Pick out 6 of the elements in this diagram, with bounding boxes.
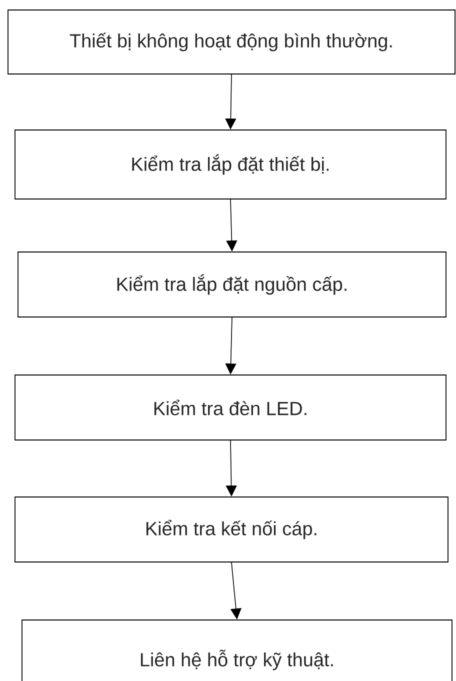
process-box: Kiểm tra kết nối cáp.: [14, 496, 448, 562]
process-box: Kiểm tra lắp đặt thiết bị.: [14, 130, 446, 200]
process-box: Liên hệ hỗ trợ kỹ thuật.: [22, 620, 452, 681]
process-box: Kiểm tra đèn LED.: [14, 374, 446, 440]
process-box: Thiết bị không hoạt động bình thường.: [8, 10, 456, 74]
process-box: Kiểm tra lắp đặt nguồn cấp.: [18, 252, 446, 318]
